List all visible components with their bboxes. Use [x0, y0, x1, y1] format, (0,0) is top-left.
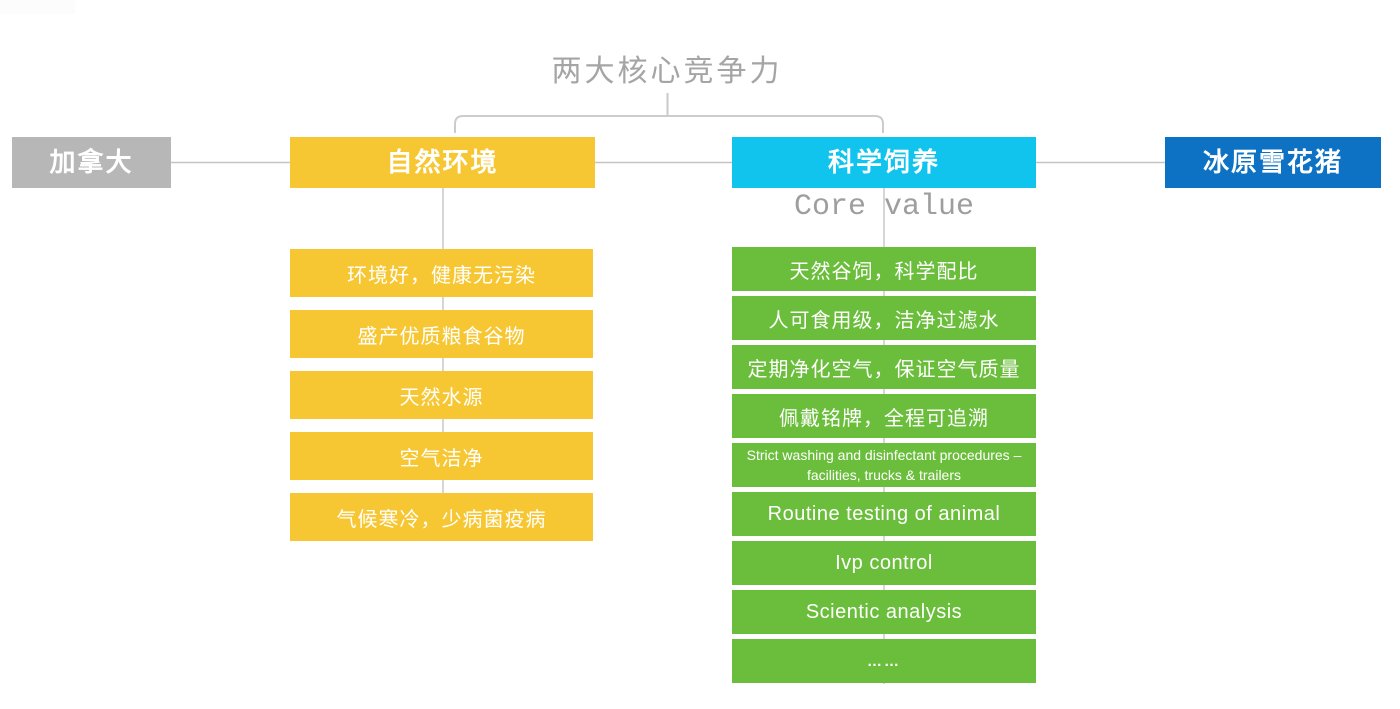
list-item: Ivp control [732, 541, 1036, 585]
node-canada: 加拿大 [12, 137, 171, 188]
list-item: 人可食用级，洁净过滤水 [732, 296, 1036, 340]
scientific-feeding-list: 天然谷饲，科学配比 人可食用级，洁净过滤水 定期净化空气，保证空气质量 佩戴铭牌… [732, 247, 1036, 683]
list-item: 天然水源 [290, 371, 593, 419]
list-item: 环境好，健康无污染 [290, 249, 593, 297]
list-item: 空气洁净 [290, 432, 593, 480]
top-left-artifact [0, 0, 75, 14]
list-item: Strict washing and disinfectant procedur… [732, 443, 1036, 487]
list-item: 佩戴铭牌，全程可追溯 [732, 394, 1036, 438]
core-value-label: Core value [793, 190, 975, 224]
list-item: 盛产优质粮食谷物 [290, 310, 593, 358]
list-item: …… [732, 639, 1036, 683]
list-item: Routine testing of animal [732, 492, 1036, 536]
natural-environment-list: 环境好，健康无污染 盛产优质粮食谷物 天然水源 空气洁净 气候寒冷，少病菌疫病 [290, 249, 593, 541]
node-snowflake-pork: 冰原雪花猪 [1165, 137, 1381, 188]
diagram-title: 两大核心竞争力 [551, 55, 783, 88]
list-item: 天然谷饲，科学配比 [732, 247, 1036, 291]
node-natural-environment: 自然环境 [290, 137, 595, 188]
bracket [454, 115, 884, 133]
list-item: 气候寒冷，少病菌疫病 [290, 493, 593, 541]
list-item: 定期净化空气，保证空气质量 [732, 345, 1036, 389]
list-item: Scientic analysis [732, 590, 1036, 634]
node-scientific-feeding: 科学饲养 [732, 137, 1036, 188]
